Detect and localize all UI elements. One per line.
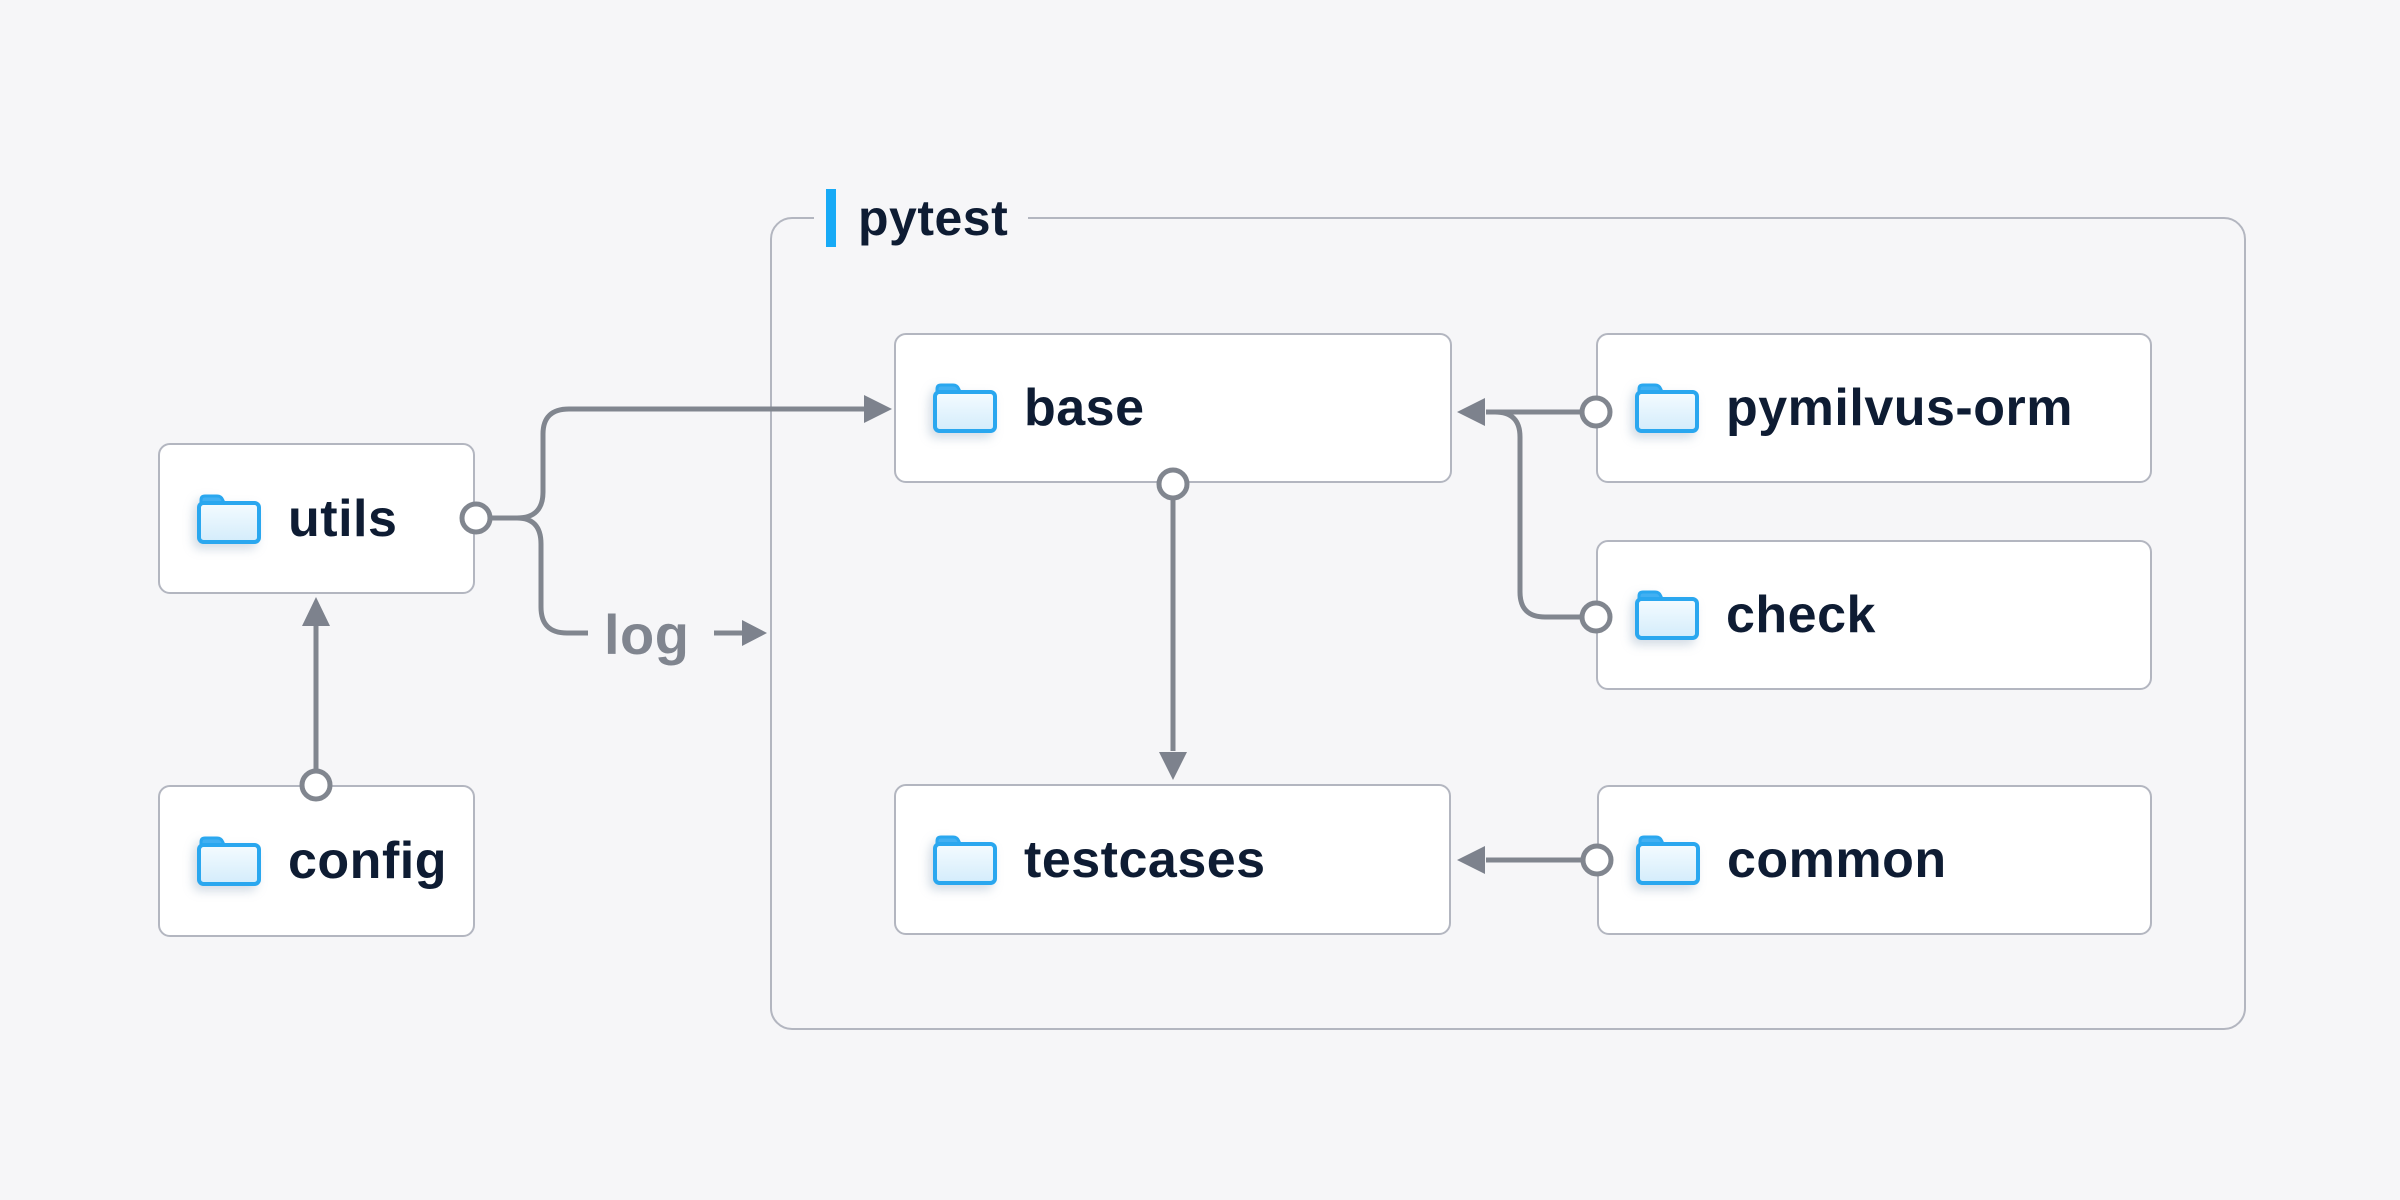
node-utils: utils — [158, 443, 475, 594]
group-pytest: pytest — [770, 182, 2246, 1030]
edge-utils-log — [516, 515, 588, 636]
folder-icon — [1634, 382, 1700, 434]
node-check: check — [1596, 540, 2152, 690]
node-label: check — [1726, 586, 1876, 644]
node-label: pymilvus-orm — [1726, 379, 2073, 437]
node-label: common — [1727, 831, 1947, 889]
arrowhead-right-icon — [742, 620, 767, 646]
node-label: base — [1024, 379, 1145, 437]
node-base: base — [894, 333, 1452, 483]
folder-icon — [196, 493, 262, 545]
folder-icon — [932, 834, 998, 886]
folder-icon — [196, 835, 262, 887]
node-pymilvus-orm: pymilvus-orm — [1596, 333, 2152, 483]
node-common: common — [1597, 785, 2152, 935]
node-label: utils — [288, 489, 398, 548]
folder-icon — [1635, 834, 1701, 886]
accent-bar-icon — [826, 189, 836, 247]
group-title-label: pytest — [858, 190, 1009, 246]
node-testcases: testcases — [894, 784, 1451, 935]
edge-label-log: log — [604, 603, 690, 666]
node-config: config — [158, 785, 475, 937]
arrowhead-up-icon — [302, 597, 330, 626]
node-label: testcases — [1024, 830, 1266, 889]
folder-icon — [1634, 589, 1700, 641]
folder-icon — [932, 382, 998, 434]
node-label: config — [288, 832, 447, 890]
group-pytest-title: pytest — [814, 182, 1029, 254]
